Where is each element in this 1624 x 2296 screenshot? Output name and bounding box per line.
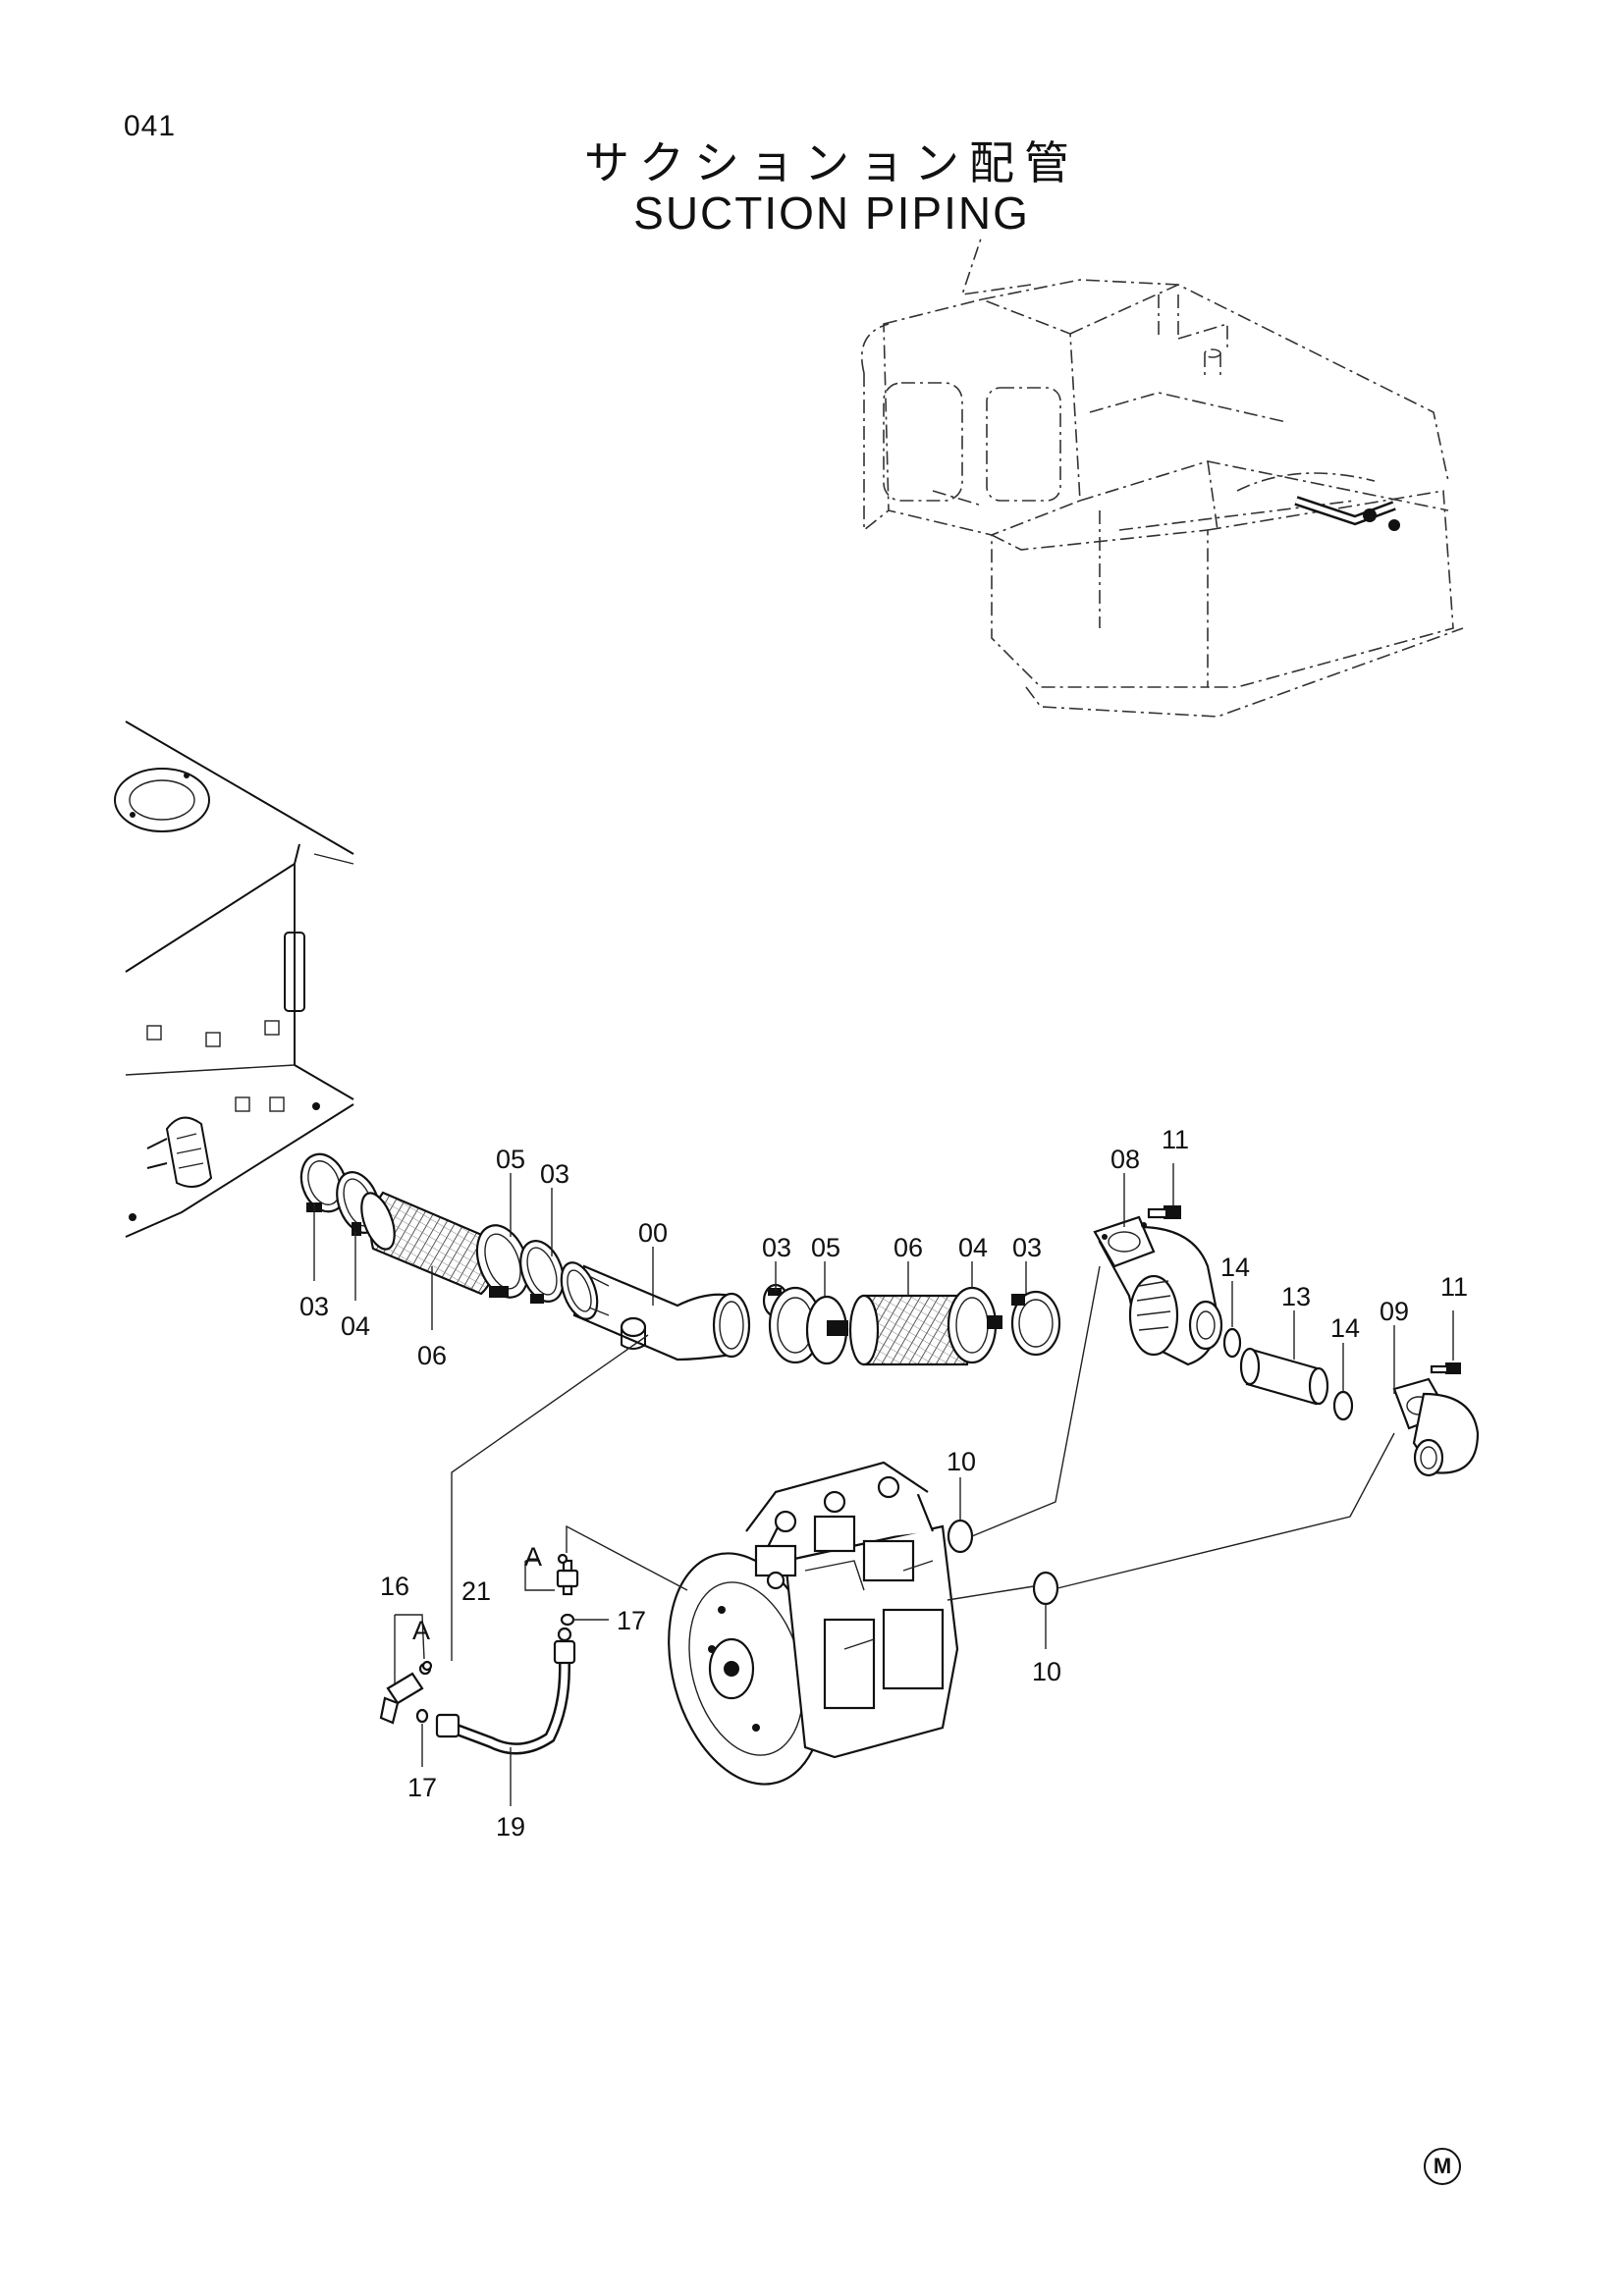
callout-06: 06 [893,1233,923,1262]
callout-14: 14 [1330,1313,1360,1343]
callout-03: 03 [762,1233,791,1262]
suction-hose-06-left [360,1191,496,1296]
bolt-11-lower [1430,1362,1461,1374]
suction-hose-06-right [848,1294,969,1366]
callout-04: 04 [341,1311,370,1341]
o-ring-a-upper [557,1553,568,1565]
bolt-11-upper [1147,1205,1181,1219]
callout-a: A [412,1616,430,1645]
callout-09: 09 [1380,1297,1409,1326]
o-ring-10-upper [947,1519,974,1554]
hose-band-05-left [475,1224,530,1299]
suction-pipe-00 [560,1261,751,1362]
title-japanese: サクションョン配管 [584,136,1079,189]
callout-08: 08 [1110,1145,1140,1174]
callout-05: 05 [496,1145,525,1174]
title-english: SUCTION PIPING [633,187,1030,239]
callout-10: 10 [1032,1657,1061,1686]
callout-03: 03 [1012,1233,1042,1262]
o-ring-10-lower [1032,1571,1059,1606]
callout-labels: 03 04 06 05 03 00 03 05 06 04 03 08 11 1… [299,1125,1468,1842]
suction-hose-highlight [1294,496,1400,531]
callout-19: 19 [496,1812,525,1842]
excavator-overview [860,235,1464,718]
o-ring-17-left [415,1708,429,1724]
callout-04: 04 [958,1233,988,1262]
connector-21 [556,1559,579,1596]
pipe-13 [1239,1347,1329,1406]
tank-suction-strainer [146,1116,213,1188]
hydraulic-tank [114,721,354,1238]
page-number: 041 [124,110,177,142]
callout-05: 05 [811,1233,840,1262]
callout-14: 14 [1220,1253,1250,1282]
elbow-flange-09 [1392,1377,1480,1477]
callout-00: 00 [638,1218,668,1248]
hose-clamp-03-right [1010,1290,1061,1357]
callout-a: A [524,1542,542,1572]
callout-06: 06 [417,1341,447,1370]
hose-clamp-03-second [519,1240,565,1304]
callout-16: 16 [380,1572,409,1601]
drain-hose-19 [435,1627,576,1755]
hydraulic-pump [668,1461,959,1786]
o-ring-14-right [1332,1390,1354,1421]
callout-03: 03 [299,1292,329,1321]
hose-band-05-right [768,1286,848,1365]
callout-17: 17 [617,1606,646,1635]
o-ring-14-left [1222,1327,1242,1359]
callout-13: 13 [1281,1282,1311,1311]
callout-11: 11 [1162,1125,1189,1154]
elbow-flange-08 [1093,1215,1223,1366]
callout-17: 17 [407,1773,437,1802]
callout-11: 11 [1440,1272,1468,1302]
callout-21: 21 [461,1576,491,1606]
o-ring-a-left [421,1660,433,1672]
callout-03: 03 [540,1159,569,1189]
hose-band-04-right [947,1286,1002,1364]
leader-lines [313,1163,1454,1806]
manufacturer-mark: M [1424,2148,1461,2185]
o-ring-17-right [560,1613,575,1627]
callout-10: 10 [947,1447,976,1476]
